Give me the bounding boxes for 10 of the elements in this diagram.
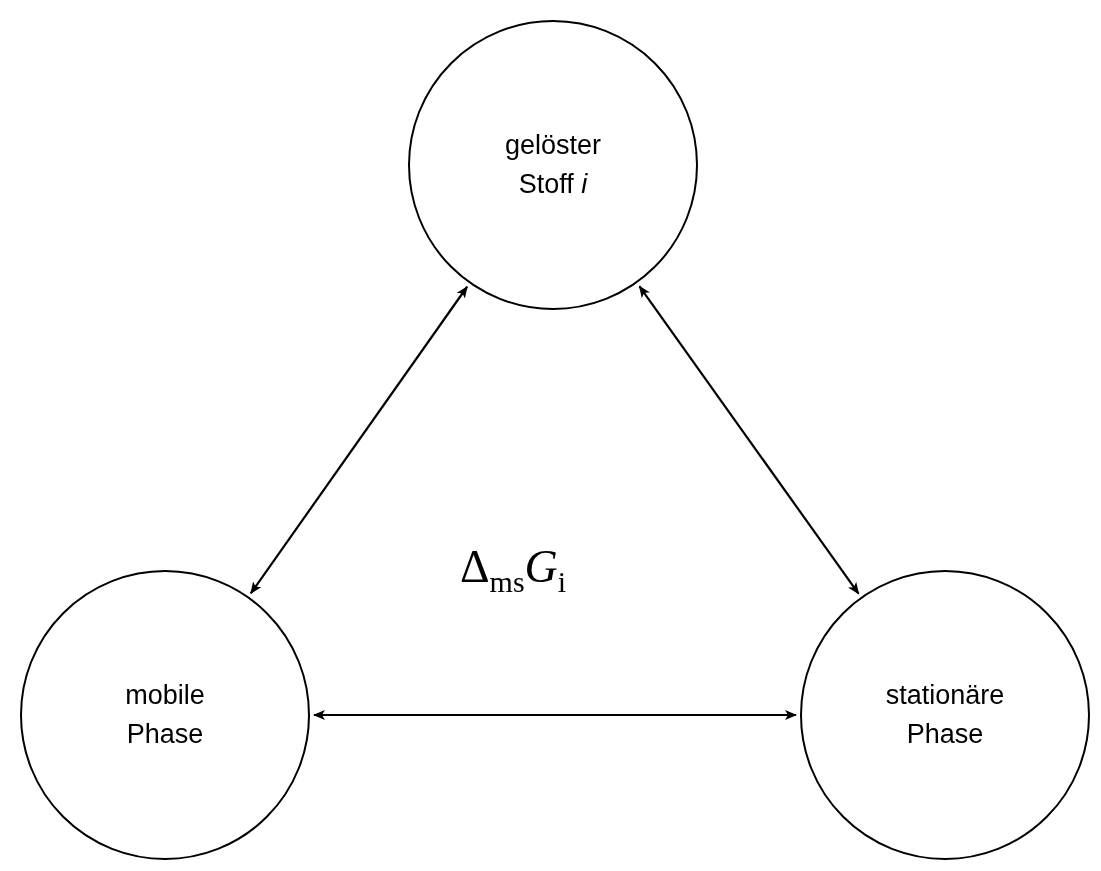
circle-node [20, 570, 310, 860]
node-label: mobile Phase [124, 678, 206, 751]
node-label: gelöster Stoff i [503, 128, 603, 201]
circle-node [800, 570, 1090, 860]
formula-label: Δ$_{ms}$G$_{i}$ [460, 540, 567, 600]
double-arrow [313, 710, 797, 720]
circle-node [408, 20, 698, 310]
node-label: stationäre Phase [884, 678, 1006, 751]
double-arrow [250, 285, 468, 595]
double-arrow [638, 285, 860, 595]
